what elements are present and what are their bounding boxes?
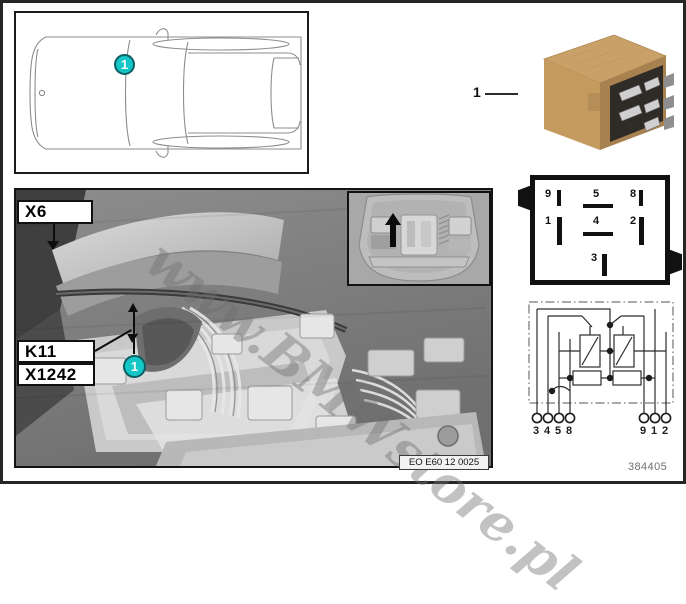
label-x6: X6 bbox=[17, 200, 93, 224]
engine-bay-overview-inset bbox=[347, 191, 491, 286]
relay-component-photo bbox=[518, 25, 683, 160]
vehicle-top-view-panel: 1 bbox=[14, 11, 309, 174]
pin-label-3: 3 bbox=[591, 252, 598, 264]
relay-leader-line bbox=[485, 93, 521, 95]
vehicle-outline-svg bbox=[29, 28, 302, 158]
pin-label-5: 5 bbox=[593, 188, 600, 200]
pin-label-4: 4 bbox=[593, 215, 600, 227]
pin-blade-4 bbox=[583, 232, 613, 236]
schem-terminal-5: 5 bbox=[555, 425, 562, 437]
pin-label-9: 9 bbox=[545, 188, 552, 200]
pin-box-tab-left bbox=[518, 185, 532, 211]
relay-leader-number: 1 bbox=[473, 84, 481, 100]
pin-label-8: 8 bbox=[630, 188, 637, 200]
engine-bay-detail-photo bbox=[14, 188, 493, 468]
photo-callout-leader-arrow bbox=[128, 303, 138, 312]
pin-blade-5 bbox=[583, 204, 613, 208]
schematic-svg bbox=[528, 301, 674, 424]
photo-callout-1: 1 bbox=[123, 355, 146, 378]
pin-blade-3 bbox=[602, 254, 607, 276]
x6-leader-line bbox=[53, 224, 55, 244]
figure-number: 384405 bbox=[628, 461, 668, 473]
x6-leader-arrow bbox=[47, 241, 59, 250]
pin-blade-2 bbox=[639, 217, 644, 245]
relay-internal-schematic: 3 4 5 8 9 1 2 bbox=[524, 295, 679, 440]
schem-terminal-3: 3 bbox=[533, 425, 540, 437]
relay-component-svg bbox=[542, 34, 674, 150]
schem-terminal-9: 9 bbox=[640, 425, 647, 437]
photo-callout-leader-line bbox=[133, 308, 135, 354]
relay-leader: 1 bbox=[473, 84, 521, 100]
vehicle-callout-1: 1 bbox=[114, 54, 135, 75]
schem-terminal-2: 2 bbox=[662, 425, 669, 437]
relay-pin-layout-box: 9 5 8 1 4 2 3 bbox=[530, 175, 670, 285]
pin-label-1: 1 bbox=[545, 215, 552, 227]
photo-caption: EO E60 12 0025 bbox=[399, 455, 489, 470]
label-x1242: X1242 bbox=[17, 363, 95, 386]
pin-blade-1 bbox=[557, 217, 562, 245]
schem-terminal-8: 8 bbox=[566, 425, 573, 437]
pin-blade-8 bbox=[639, 190, 643, 206]
pin-blade-9 bbox=[557, 190, 561, 206]
label-k11: K11 bbox=[17, 340, 95, 363]
schem-terminal-4: 4 bbox=[544, 425, 551, 437]
pin-label-2: 2 bbox=[630, 215, 637, 227]
pin-box-tab-right bbox=[668, 249, 682, 275]
engine-bay-photo-svg bbox=[16, 190, 491, 466]
engine-bay-inset-svg bbox=[349, 193, 489, 284]
schem-terminal-1: 1 bbox=[651, 425, 658, 437]
